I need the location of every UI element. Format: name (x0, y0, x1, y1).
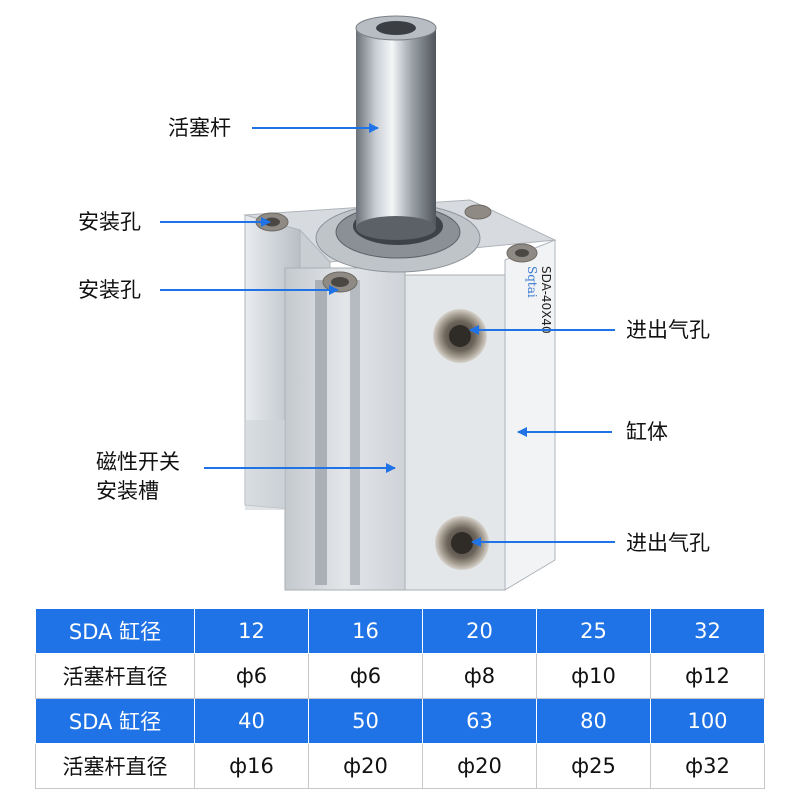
table-cell: 80 (536, 698, 651, 744)
table-cell: ф10 (536, 653, 651, 699)
table-row: SDA 缸径 40 50 63 80 100 (35, 698, 765, 744)
row-label: 活塞杆直径 (35, 743, 195, 789)
callout-mount-hole-2: 安装孔 (78, 278, 141, 302)
callout-air-port-2: 进出气孔 (626, 531, 710, 555)
product-label: Sqtai SDA-40X40 (525, 266, 553, 334)
spec-table: SDA 缸径 12 16 20 25 32 活塞杆直径 ф6 ф6 ф8 ф10… (35, 608, 765, 789)
table-cell: ф6 (308, 653, 423, 699)
table-cell: 12 (194, 608, 309, 654)
cylinder-illustration: Sqtai SDA-40X40 (160, 15, 615, 591)
table-cell: ф16 (194, 743, 309, 789)
callout-sensor-slot-line2: 安装槽 (96, 479, 159, 503)
table-cell: ф20 (422, 743, 537, 789)
table-cell: 25 (536, 608, 651, 654)
table-cell: 50 (308, 698, 423, 744)
row-label: SDA 缸径 (35, 608, 195, 654)
callout-sensor-slot-line1: 磁性开关 (96, 450, 180, 474)
table-cell: 20 (422, 608, 537, 654)
row-label: 活塞杆直径 (35, 653, 195, 699)
callout-air-port-1: 进出气孔 (626, 318, 710, 342)
table-row: SDA 缸径 12 16 20 25 32 (35, 608, 765, 654)
callout-arrows (160, 123, 615, 547)
table-cell: ф20 (308, 743, 423, 789)
table-cell: ф25 (536, 743, 651, 789)
table-cell: 32 (650, 608, 765, 654)
table-cell: ф12 (650, 653, 765, 699)
table-cell: 63 (422, 698, 537, 744)
table-cell: ф6 (194, 653, 309, 699)
air-ports (433, 309, 489, 570)
cylinder-body (243, 199, 557, 591)
table-row: 活塞杆直径 ф16 ф20 ф20 ф25 ф32 (35, 743, 765, 789)
label-model: SDA-40X40 (539, 266, 553, 334)
table-cell: 100 (650, 698, 765, 744)
callout-piston-rod: 活塞杆 (168, 116, 231, 140)
table-cell: ф8 (422, 653, 537, 699)
table-cell: 16 (308, 608, 423, 654)
callout-mount-hole-1: 安装孔 (78, 210, 141, 234)
callout-cylinder-body: 缸体 (626, 420, 668, 444)
row-label: SDA 缸径 (35, 698, 195, 744)
table-cell: 40 (194, 698, 309, 744)
label-brand: Sqtai (525, 266, 539, 298)
table-row: 活塞杆直径 ф6 ф6 ф8 ф10 ф12 (35, 653, 765, 699)
table-cell: ф32 (650, 743, 765, 789)
